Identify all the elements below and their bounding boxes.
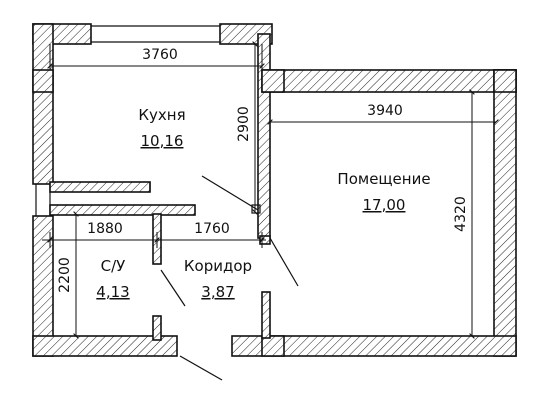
room-main-area: 17,00 <box>363 196 406 214</box>
dim-kitchen-width: 3760 <box>142 47 178 63</box>
room-corridor-name: Коридор <box>184 257 252 275</box>
wall-corridor-stub <box>261 291 271 339</box>
wall-room-right <box>493 69 517 357</box>
door-kitchen <box>201 175 259 211</box>
wall-bathroom-partition-lower <box>152 315 162 341</box>
wall-bottom-right <box>231 335 517 357</box>
walls <box>32 23 517 381</box>
room-kitchen-area: 10,16 <box>141 132 184 150</box>
wall-pillar-bottom <box>261 335 285 357</box>
wall-room-top <box>261 69 517 93</box>
wall-pillar-room <box>261 69 285 93</box>
dim-kitchen-depth: 2900 <box>236 106 252 142</box>
wall-bathroom-top-2 <box>49 204 196 216</box>
dim-bathroom-depth: 2200 <box>57 257 73 293</box>
wall-bottom-left <box>32 335 178 357</box>
room-main-name: Помещение <box>337 170 430 188</box>
room-kitchen-name: Кухня <box>138 106 185 124</box>
dim-room-width: 3940 <box>367 103 403 119</box>
wall-pillar-left <box>32 69 54 93</box>
room-labels: Кухня 10,16 Помещение 17,00 С/У 4,13 Кор… <box>96 106 430 301</box>
wall-pillar-room-right <box>493 69 517 93</box>
wall-bathroom-top <box>49 181 151 193</box>
room-bathroom-name: С/У <box>101 257 126 275</box>
entrance-door <box>179 355 223 381</box>
dim-corridor-width: 1760 <box>194 221 230 237</box>
door-bathroom <box>160 269 186 307</box>
room-bathroom-area: 4,13 <box>96 283 129 301</box>
room-corridor-area: 3,87 <box>201 283 234 301</box>
dim-bathroom-width: 1880 <box>87 221 123 237</box>
door-room <box>269 237 299 287</box>
dimensions: 3760 2900 3940 4320 1880 1760 2200 <box>42 41 499 339</box>
dim-room-depth: 4320 <box>453 196 469 232</box>
